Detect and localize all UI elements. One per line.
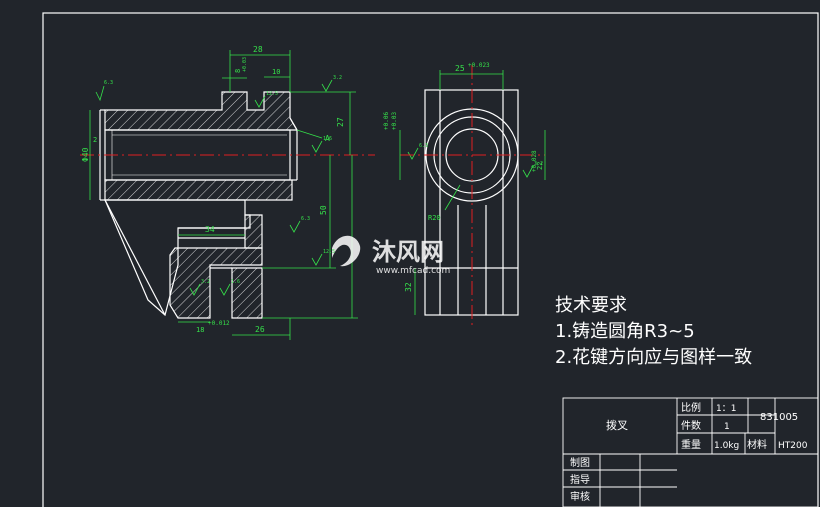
- dim-r20: R20: [428, 214, 441, 222]
- drawn-by-label: 制图: [570, 456, 590, 469]
- side-centerlines: [400, 65, 545, 325]
- roughness-value: 12.5: [323, 249, 335, 255]
- part-name: 拨叉: [606, 418, 628, 432]
- count-value: 1: [724, 422, 730, 432]
- roughness-value: 6.3: [301, 216, 310, 222]
- side-dimensions: [399, 70, 546, 315]
- guide-label: 指导: [570, 473, 590, 486]
- dim-18: 18: [196, 326, 204, 334]
- watermark-brand: 沐风网: [372, 238, 444, 266]
- side-dim-labels: 25 +0.023 22 +0.028 32 R20 +0.06 +0.03: [383, 62, 544, 292]
- weight-value: 1.0kg: [714, 441, 739, 451]
- roughness-value: 1.6: [231, 279, 240, 285]
- dim-32: 32: [404, 282, 413, 292]
- watermark-logo-icon: [332, 235, 361, 267]
- title-block-text: 拨叉 比例 1：1 件数 1 831005 重量 1.0kg 材料 HT200 …: [570, 401, 808, 503]
- dim-22-tol: +0.028: [531, 150, 538, 172]
- dim-8: 8: [234, 69, 242, 73]
- roughness-value: 6.3: [104, 80, 113, 86]
- dim-25-tol: +0.023: [468, 62, 490, 69]
- tech-req-item-2: 2.花键方向应与图样一致: [555, 347, 753, 368]
- title-block: [562, 397, 819, 507]
- label-a: A: [325, 134, 330, 143]
- technical-requirements: 技术要求 1.铸造圆角R3~5 2.花键方向应与图样一致: [555, 293, 752, 371]
- dim-10: 10: [272, 68, 280, 76]
- material-label: 材料: [747, 438, 767, 451]
- ratio-value: 1：1: [716, 404, 736, 414]
- tech-req-item-1: 1.铸造圆角R3~5: [555, 321, 695, 342]
- dim-25: 25: [455, 64, 465, 73]
- dim-18-tol: +0.012: [208, 320, 230, 327]
- drawing-frame: [42, 12, 819, 507]
- fork-web: [244, 214, 263, 249]
- tol-lower: +0.03: [391, 112, 398, 130]
- dim-8-tol: +0.03: [242, 57, 248, 72]
- ratio-label: 比例: [681, 401, 701, 414]
- weight-label: 重量: [681, 438, 701, 451]
- roughness-value: 3.2: [534, 161, 543, 167]
- dim-phi40: Φ40: [81, 147, 90, 162]
- roughness-value: 3.2: [201, 279, 210, 285]
- fork-lower-right: [231, 267, 263, 319]
- front-view-dimensions: [89, 50, 358, 340]
- dim-34: 34: [205, 225, 215, 234]
- dim-28: 28: [253, 45, 263, 54]
- front-view: [80, 91, 375, 319]
- roughness-value: 3.2: [333, 75, 342, 81]
- front-dim-labels: 28 10 27 50 34 26 18 +0.012 Φ40 2 8 +0.0…: [81, 45, 345, 334]
- watermark-url: www.mfcad.com: [376, 266, 450, 276]
- roughness-marks: [95, 79, 534, 296]
- material-value: HT200: [778, 441, 808, 451]
- dim-22: 22: [536, 162, 544, 170]
- roughness-value: 12.5: [266, 91, 278, 97]
- dim-26: 26: [255, 325, 265, 334]
- fork-lower-left: [169, 247, 263, 319]
- count-label: 件数: [681, 419, 701, 432]
- dim-2: 2: [93, 136, 97, 144]
- review-label: 审核: [570, 490, 590, 503]
- tube-lower-wall: [104, 179, 293, 201]
- dim-50: 50: [319, 205, 328, 215]
- roughness-value: 6.3: [419, 143, 428, 149]
- roughness-value: 1.6: [323, 136, 332, 142]
- tube-upper-wall: [104, 91, 299, 131]
- dim-27: 27: [336, 117, 345, 127]
- watermark: 沐风网 www.mfcad.com: [332, 235, 450, 276]
- tech-req-title: 技术要求: [555, 295, 627, 316]
- drawing-no: 831005: [760, 412, 798, 423]
- tol-upper: +0.06: [383, 112, 390, 130]
